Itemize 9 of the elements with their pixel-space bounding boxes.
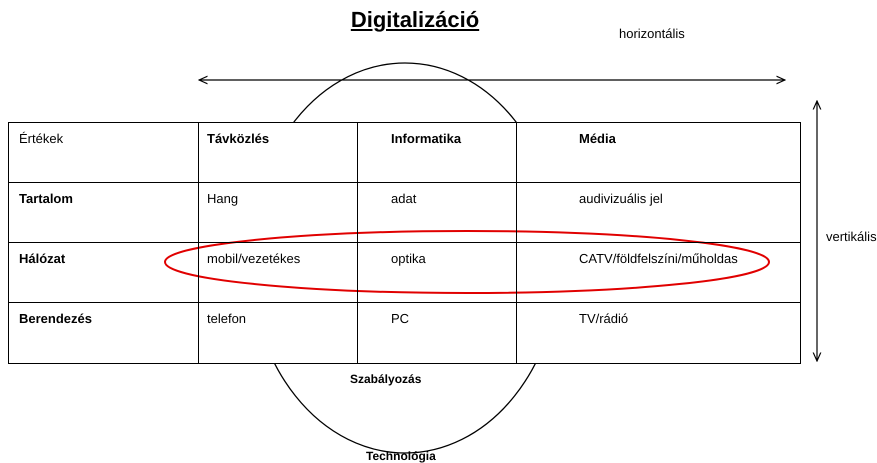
table-cell: Berendezés	[8, 302, 199, 364]
diagram-title: Digitalizáció	[350, 7, 480, 33]
ellipse-label: Technológia	[366, 449, 436, 463]
table-cell: Média	[516, 122, 801, 183]
table-cell: Értékek	[8, 122, 199, 183]
ellipse-label: Szabályozás	[350, 372, 422, 386]
axis-label: vertikális	[826, 229, 877, 244]
table-cell: TV/rádió	[516, 302, 801, 364]
axis-label: horizontális	[619, 26, 685, 41]
